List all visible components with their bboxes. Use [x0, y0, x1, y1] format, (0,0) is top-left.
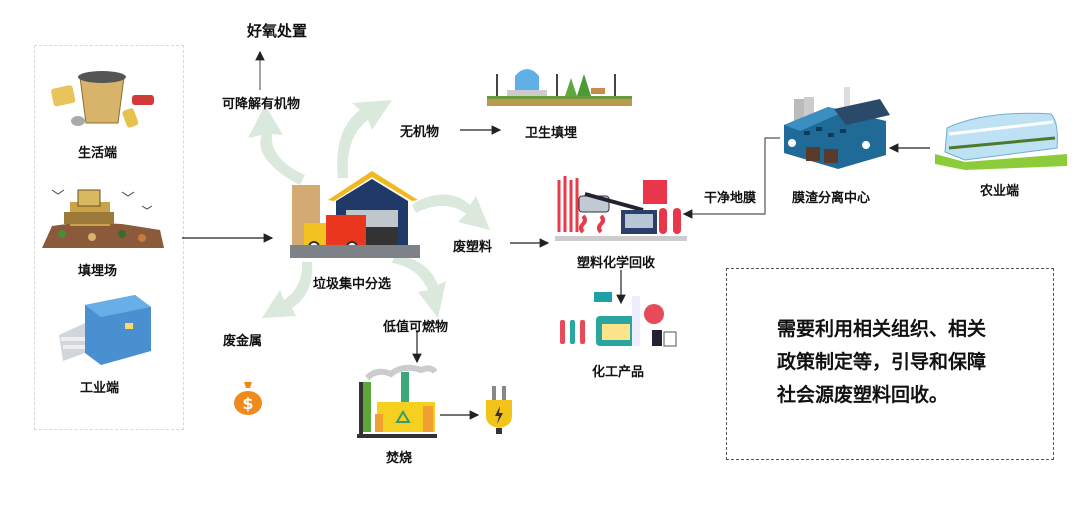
inorganic-label: 无机物 — [400, 125, 440, 140]
sanitary-landfill-park-illustration — [487, 62, 632, 110]
chemical-recycling-label: 塑料化学回收 — [577, 256, 656, 271]
policy-note-box: 需要利用相关组织、相关 政策制定等，引导和保障 社会源废塑料回收。 — [726, 268, 1054, 460]
waste-plastic-label: 废塑料 — [453, 240, 493, 255]
curve-arrow-organic — [248, 105, 305, 185]
landfill-bulldozer-illustration — [42, 182, 164, 250]
sorting-center-warehouse-illustration — [290, 165, 420, 260]
source-label-industry: 工业端 — [80, 381, 120, 396]
chemical-products-lab-illustration — [556, 290, 682, 352]
low-value-combustible-label: 低值可燃物 — [383, 320, 449, 335]
note-line: 需要利用相关组织、相关 — [777, 318, 987, 340]
policy-note-text: 需要利用相关组织、相关 政策制定等，引导和保障 社会源废塑料回收。 — [777, 313, 986, 412]
aerobic-disposal-label: 好氧处置 — [247, 22, 308, 40]
agriculture-label: 农业端 — [980, 184, 1020, 199]
film-separation-center-label: 膜渣分离中心 — [792, 191, 871, 206]
sorting-center-label: 垃圾集中分选 — [313, 277, 392, 292]
money-bag-icon: $ — [232, 378, 264, 416]
clean-film-label: 干净地膜 — [704, 191, 757, 206]
source-label-household: 生活端 — [78, 146, 118, 161]
chemical-products-label: 化工产品 — [592, 365, 645, 380]
industry-machine-illustration — [55, 295, 155, 370]
power-plug-icon — [484, 386, 514, 438]
curve-arrow-combustible — [392, 255, 446, 318]
scrap-metal-label: 废金属 — [223, 334, 263, 349]
agriculture-greenhouse-illustration — [935, 108, 1067, 170]
curved-flow-arrows — [248, 100, 490, 318]
source-label-landfill: 填埋场 — [78, 264, 118, 279]
chemical-recycling-plant-illustration — [555, 172, 687, 242]
incineration-label: 焚烧 — [386, 451, 413, 466]
arrow-center-to-recycling — [682, 137, 780, 219]
note-line: 政策制定等，引导和保障 — [777, 351, 987, 373]
curve-arrow-plastic — [412, 194, 490, 230]
curve-arrow-inorganic — [337, 100, 392, 178]
film-separation-factory-illustration — [780, 85, 892, 170]
svg-text:$: $ — [242, 394, 253, 413]
curve-arrow-metal — [262, 262, 313, 318]
incineration-plant-illustration — [357, 360, 438, 440]
note-line: 社会源废塑料回收。 — [777, 384, 949, 406]
sanitary-landfill-label: 卫生填埋 — [525, 126, 578, 141]
degradable-organic-label: 可降解有机物 — [222, 97, 301, 112]
household-waste-illustration — [42, 65, 162, 135]
